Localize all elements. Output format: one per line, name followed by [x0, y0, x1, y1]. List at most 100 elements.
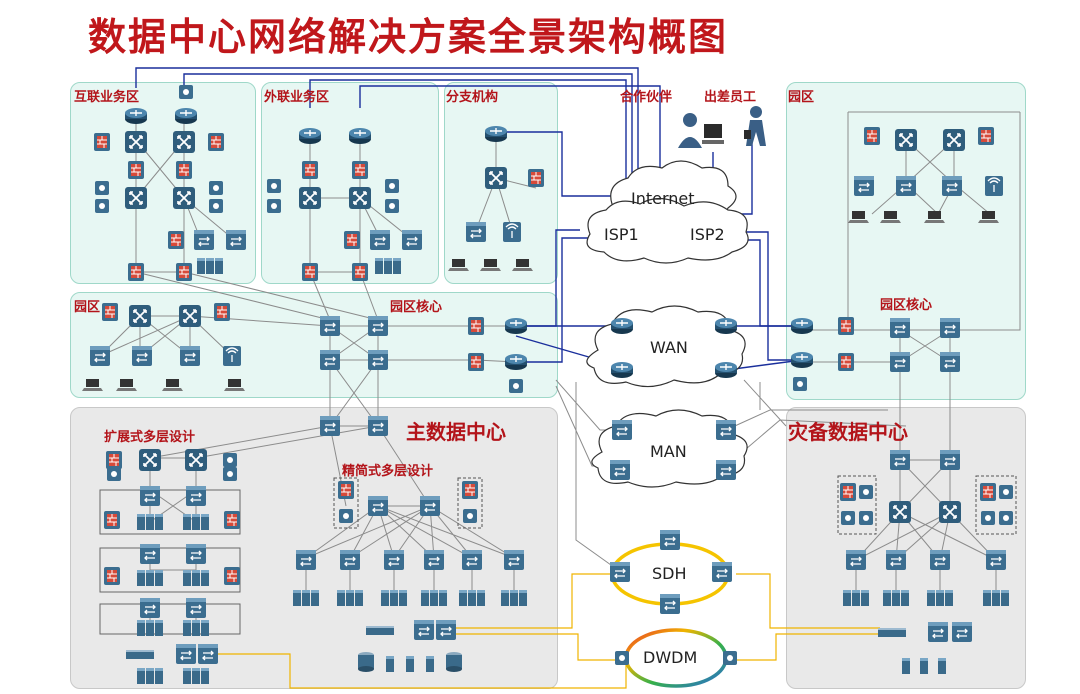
optical-links [200, 573, 880, 689]
core-switch-icon [184, 448, 208, 472]
lb-icon [999, 485, 1013, 499]
label-main-dc: 主数据中心 [406, 420, 506, 444]
switch-icon [179, 345, 201, 367]
switch-icon [435, 619, 457, 641]
firewall-icon [93, 132, 111, 152]
server-icon [920, 658, 928, 674]
pc-icon [848, 211, 869, 223]
core-switch-icon [938, 500, 962, 524]
switch-icon [367, 415, 389, 437]
service-cluster-box [837, 475, 877, 535]
switch-icon [465, 221, 487, 243]
label-sdh: SDH [652, 564, 687, 583]
core-switch-icon [128, 304, 152, 328]
switch-icon [319, 349, 341, 371]
firewall-icon [207, 132, 225, 152]
router-icon [348, 127, 372, 145]
wireless-ap-icon [222, 345, 242, 367]
server-icon [197, 258, 223, 274]
isp-cloud [586, 197, 749, 264]
core-switch-icon [124, 186, 148, 210]
lb-icon [509, 379, 523, 393]
server-icon [375, 258, 401, 274]
label-scalable-multi-layer: 扩展式多层设计 [104, 430, 196, 445]
server-icon [983, 590, 1009, 606]
router-icon [714, 361, 738, 379]
laptop-icon [512, 259, 533, 271]
lb-icon [463, 509, 477, 523]
switch-icon [503, 549, 525, 571]
firewall-icon [461, 480, 479, 500]
server-icon [386, 656, 394, 672]
storage-rack-icon [366, 626, 394, 635]
core-switch-icon [124, 130, 148, 154]
dwdm-node-icon [723, 651, 737, 665]
wireless-ap-icon [984, 175, 1004, 197]
switch-icon [609, 459, 631, 481]
switch-icon [295, 549, 317, 571]
wireless-ap-icon [502, 221, 522, 243]
firewall-icon [301, 160, 319, 180]
switch-icon [413, 619, 435, 641]
label-travel-staff: 出差员工 [704, 90, 757, 105]
storage-rack-icon [126, 650, 154, 659]
server-icon [938, 658, 946, 674]
firewall-icon [101, 302, 119, 322]
switch-icon [185, 597, 207, 619]
label-internet: Internet [631, 189, 695, 208]
label-partner: 合作伙伴 [620, 90, 673, 105]
switch-icon [929, 549, 951, 571]
router-icon [504, 353, 528, 371]
service-cluster-box [975, 475, 1017, 535]
switch-icon [367, 495, 389, 517]
laptop-icon [448, 259, 469, 271]
switch-icon [853, 175, 875, 197]
server-icon [183, 570, 209, 586]
firewall-icon [175, 160, 193, 180]
lb-icon [859, 485, 873, 499]
firewall-icon [467, 316, 485, 336]
core-switch-icon [888, 500, 912, 524]
lb-icon [859, 511, 873, 525]
zone-extranet-business [261, 82, 439, 284]
firewall-icon [351, 262, 369, 282]
lb-icon [209, 199, 223, 213]
service-cluster-box [333, 477, 359, 529]
router-icon [714, 317, 738, 335]
switch-icon [889, 317, 911, 339]
label-campus-left: 园区 [74, 300, 101, 315]
server-icon [183, 668, 209, 684]
firewall-icon [127, 160, 145, 180]
switch-icon [985, 549, 1007, 571]
core-switch-icon [942, 128, 966, 152]
firewall-icon [127, 262, 145, 282]
sdh-node-icon [659, 529, 681, 551]
laptop-icon [162, 379, 183, 391]
lb-icon [95, 199, 109, 213]
switch-icon [423, 549, 445, 571]
switch-icon [889, 351, 911, 373]
switch-icon [611, 419, 633, 441]
server-icon [501, 590, 527, 606]
switch-icon [951, 621, 973, 643]
firewall-icon [301, 262, 319, 282]
label-dwdm: DWDM [643, 648, 698, 667]
traveling-staff-icon [744, 106, 766, 146]
storage-rack-icon [878, 628, 906, 637]
switch-icon [845, 549, 867, 571]
label-campus-core-left: 园区核心 [390, 300, 443, 315]
switch-icon [319, 315, 341, 337]
switch-icon [383, 549, 405, 571]
firewall-icon [167, 230, 185, 250]
server-icon [183, 620, 209, 636]
service-cluster-box [457, 477, 483, 529]
devices [82, 85, 1017, 684]
firewall-icon [175, 262, 193, 282]
laptop-icon [116, 379, 137, 391]
sdh-node-icon [659, 593, 681, 615]
pc-icon [82, 379, 103, 391]
label-branch: 分支机构 [446, 90, 499, 105]
switch-icon [939, 351, 961, 373]
lb-icon [981, 511, 995, 525]
